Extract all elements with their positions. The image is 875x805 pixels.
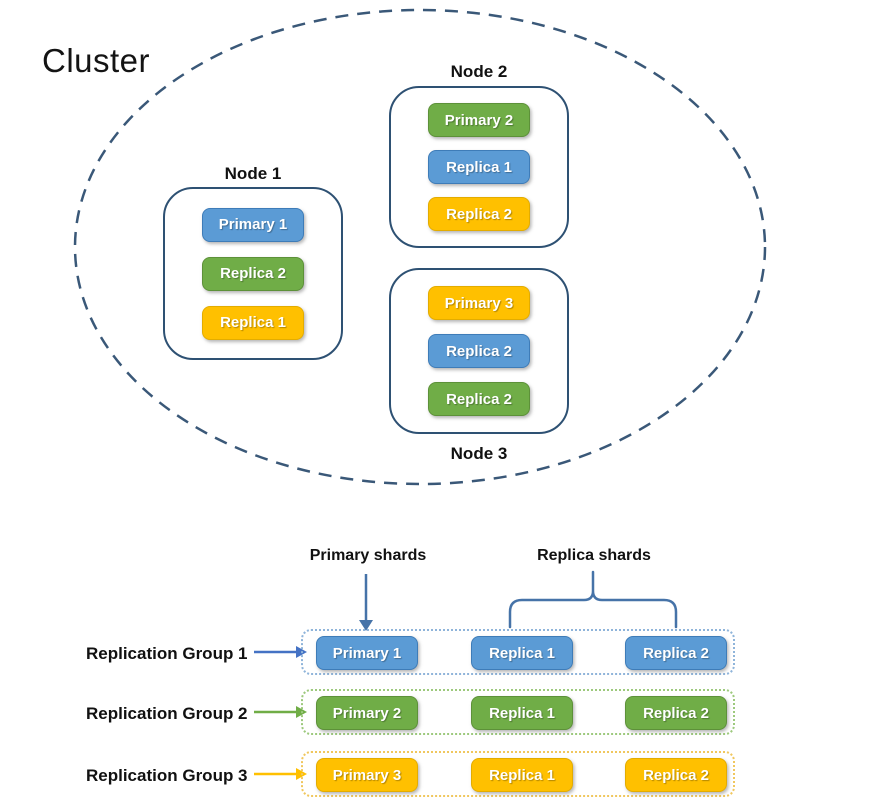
node3-shard-replica-blue: Replica 2 <box>428 334 530 368</box>
group1-arrow <box>254 646 307 658</box>
node3-box: Primary 3 Replica 2 Replica 2 <box>389 268 569 434</box>
group3-label: Replication Group 3 <box>86 766 248 785</box>
group2-primary-shard: Primary 2 <box>316 696 418 730</box>
group3-primary-shard: Primary 3 <box>316 758 418 792</box>
node1-shard-replica-1: Replica 1 <box>202 305 304 340</box>
group1-label: Replication Group 1 <box>86 644 248 663</box>
node1-shard-primary-1: Primary 1 <box>202 207 304 242</box>
group2-row: Primary 2 Replica 1 Replica 2 <box>301 689 735 735</box>
primary-shards-label: Primary shards <box>309 547 427 564</box>
node2-box: Primary 2 Replica 1 Replica 2 <box>389 86 569 248</box>
group3-arrow <box>254 768 307 780</box>
node2-shard-replica-2: Replica 2 <box>428 197 530 231</box>
node1-shard-replica-2: Replica 2 <box>202 256 304 291</box>
primary-shards-arrow <box>359 574 373 631</box>
group1-primary-shard: Primary 1 <box>316 636 418 670</box>
node3-title: Node 3 <box>450 444 508 463</box>
group2-replica2-shard: Replica 2 <box>625 696 727 730</box>
node3-shard-primary-3: Primary 3 <box>428 286 530 320</box>
node2-shard-primary-2: Primary 2 <box>428 103 530 137</box>
node1-title: Node 1 <box>224 164 282 183</box>
node1-box: Primary 1 Replica 2 Replica 1 <box>163 187 343 360</box>
group3-row: Primary 3 Replica 1 Replica 2 <box>301 751 735 797</box>
replica-shards-brace-icon <box>508 570 678 629</box>
node2-shard-replica-1: Replica 1 <box>428 150 530 184</box>
replica-shards-label: Replica shards <box>537 547 651 564</box>
group1-row: Primary 1 Replica 1 Replica 2 <box>301 629 735 675</box>
cluster-title: Cluster <box>42 42 151 79</box>
group3-replica1-shard: Replica 1 <box>471 758 573 792</box>
group1-replica2-shard: Replica 2 <box>625 636 727 670</box>
node3-shard-replica-green: Replica 2 <box>428 382 530 416</box>
group1-replica1-shard: Replica 1 <box>471 636 573 670</box>
node2-title: Node 2 <box>450 62 508 81</box>
group2-replica1-shard: Replica 1 <box>471 696 573 730</box>
group2-label: Replication Group 2 <box>86 704 248 723</box>
group3-replica2-shard: Replica 2 <box>625 758 727 792</box>
group2-arrow <box>254 706 307 718</box>
